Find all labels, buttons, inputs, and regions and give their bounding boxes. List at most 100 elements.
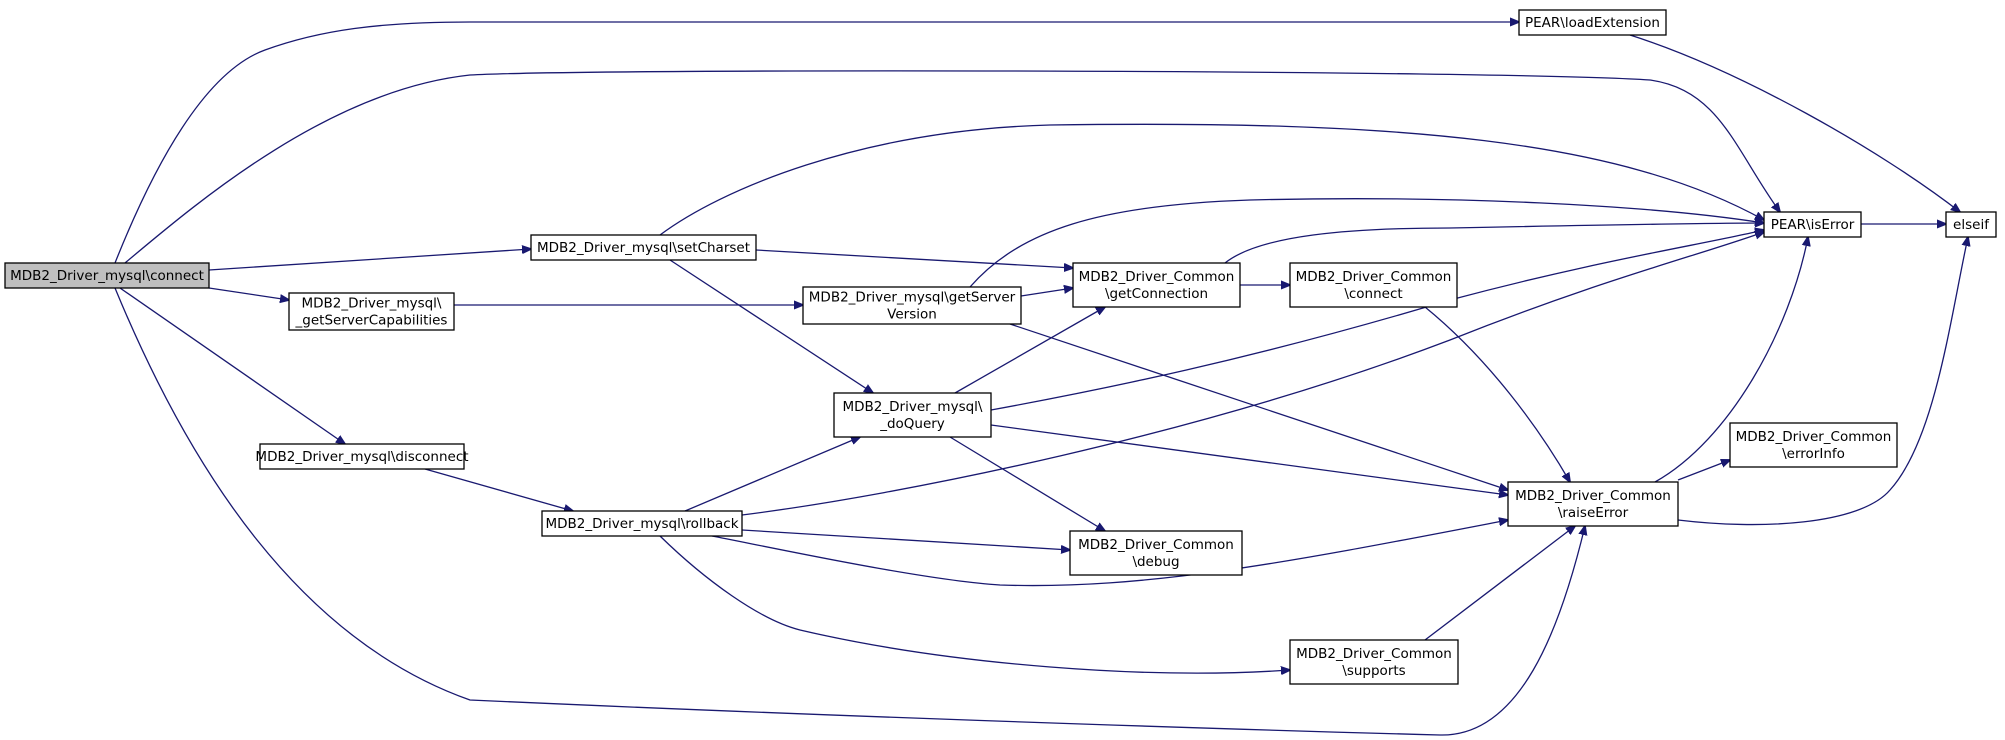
node-label: MDB2_Driver_mysql\ <box>843 399 983 415</box>
node-rollback[interactable]: MDB2_Driver_mysql\rollback <box>541 510 743 537</box>
node-label: PEAR\isError <box>1771 217 1855 233</box>
node-label: MDB2_Driver_Common <box>1079 269 1235 285</box>
node-label: \debug <box>1132 554 1179 570</box>
edge-arrow <box>124 70 1780 264</box>
node-label: \supports <box>1342 663 1405 679</box>
edge-arrow <box>949 436 1105 531</box>
edge-arrow <box>208 249 531 271</box>
edge-arrow <box>119 287 345 444</box>
edge-arrow <box>1424 526 1575 641</box>
node-label: _doQuery <box>879 416 945 432</box>
edge-disconnect-to-rollback <box>424 468 573 511</box>
edge-arrow <box>424 468 573 511</box>
edge-loadExt-to-elseif <box>1629 34 1960 212</box>
node-raiseError[interactable]: MDB2_Driver_Common\raiseError <box>1507 481 1679 527</box>
node-label: _getServerCapabilities <box>295 313 448 329</box>
edge-root-to-isError <box>124 70 1780 264</box>
node-label: MDB2_Driver_mysql\ <box>302 296 442 312</box>
node-box <box>1289 639 1459 685</box>
edge-arrow <box>711 520 1508 587</box>
edge-arrow <box>669 259 873 393</box>
node-commonConnect[interactable]: MDB2_Driver_Common\connect <box>1289 262 1458 308</box>
edge-rollback-to-debug <box>741 529 1070 550</box>
edge-rollback-to-supports <box>659 535 1290 673</box>
edge-arrow <box>1224 223 1764 264</box>
node-label: \getConnection <box>1105 286 1208 302</box>
node-box <box>1069 530 1243 576</box>
edge-root-to-getServerCaps <box>208 287 289 300</box>
node-box <box>4 262 210 289</box>
edge-getConnection-to-isError <box>1224 223 1764 264</box>
edge-arrow <box>741 529 1070 550</box>
node-box <box>1763 211 1862 238</box>
node-disconnect[interactable]: MDB2_Driver_mysql\disconnect <box>255 443 469 470</box>
edge-arrow <box>1424 306 1570 482</box>
edge-rollback-to-doQuery <box>684 437 860 512</box>
node-box <box>1518 9 1667 36</box>
node-label: MDB2_Driver_Common <box>1296 646 1452 662</box>
node-doQuery[interactable]: MDB2_Driver_mysql\_doQuery <box>833 392 992 438</box>
node-loadExt[interactable]: PEAR\loadExtension <box>1518 9 1667 36</box>
edge-arrow <box>969 198 1764 288</box>
edge-arrow <box>741 232 1764 516</box>
edge-doQuery-to-isError <box>990 230 1764 411</box>
node-label: MDB2_Driver_mysql\rollback <box>545 516 738 532</box>
node-box <box>1729 422 1898 468</box>
edge-getServerVersion-to-isError <box>969 198 1764 288</box>
edge-rollback-to-raiseError <box>711 520 1508 587</box>
edge-commonConnect-to-raiseError <box>1424 306 1570 482</box>
node-isError[interactable]: PEAR\isError <box>1763 211 1862 238</box>
node-supports[interactable]: MDB2_Driver_Common\supports <box>1289 639 1459 685</box>
edge-arrow <box>208 287 289 300</box>
node-errorInfo[interactable]: MDB2_Driver_Common\errorInfo <box>1729 422 1898 468</box>
node-elseif[interactable]: elseif <box>1945 211 1997 238</box>
node-box <box>1945 211 1997 238</box>
nodes-layer: MDB2_Driver_mysql\connect PEAR\loadExtens… <box>4 9 1997 685</box>
node-box <box>1072 262 1241 308</box>
edge-root-to-disconnect <box>119 287 345 444</box>
node-getServerCaps[interactable]: MDB2_Driver_mysql\_getServerCapabilities <box>288 292 455 331</box>
edge-arrow <box>990 424 1508 495</box>
node-box <box>259 443 465 470</box>
edges-layer <box>114 22 1968 736</box>
edge-getServerVersion-to-getConnection <box>1020 288 1073 297</box>
node-box <box>1289 262 1458 308</box>
edge-arrow <box>114 287 1585 736</box>
edge-arrow <box>1677 460 1730 481</box>
node-label: MDB2_Driver_Common <box>1296 269 1452 285</box>
node-box <box>541 510 743 537</box>
edge-arrow <box>990 230 1764 411</box>
node-label: MDB2_Driver_mysql\getServer <box>809 290 1016 306</box>
edge-arrow <box>1009 323 1508 490</box>
edge-raiseError-to-errorInfo <box>1677 460 1730 481</box>
edge-doQuery-to-debug <box>949 436 1105 531</box>
node-label: \connect <box>1344 286 1402 302</box>
node-getConnection[interactable]: MDB2_Driver_Common\getConnection <box>1072 262 1241 308</box>
edge-root-to-loadExt <box>114 22 1519 264</box>
edge-raiseError-to-elseif <box>1677 237 1968 526</box>
node-label: MDB2_Driver_Common <box>1736 429 1892 445</box>
edge-getServerVersion-to-raiseError <box>1009 323 1508 490</box>
edge-rollback-to-isError <box>741 232 1764 516</box>
node-label: MDB2_Driver_mysql\disconnect <box>255 449 468 465</box>
edge-setCharset-to-doQuery <box>669 259 873 393</box>
node-label: MDB2_Driver_Common <box>1515 488 1671 504</box>
edge-arrow <box>1020 288 1073 297</box>
edge-arrow <box>684 437 860 512</box>
edge-root-to-raiseError <box>114 287 1585 736</box>
edge-arrow <box>1654 237 1808 483</box>
node-setCharset[interactable]: MDB2_Driver_mysql\setCharset <box>530 234 757 261</box>
edge-arrow <box>954 307 1105 394</box>
edge-arrow <box>659 123 1764 236</box>
edge-doQuery-to-getConnection <box>954 307 1105 394</box>
edge-supports-to-raiseError <box>1424 526 1575 641</box>
edge-doQuery-to-raiseError <box>990 424 1508 495</box>
node-label: MDB2_Driver_mysql\setCharset <box>537 240 750 256</box>
node-box <box>288 292 455 331</box>
node-debug[interactable]: MDB2_Driver_Common\debug <box>1069 530 1243 576</box>
node-box <box>802 286 1022 325</box>
node-root[interactable]: MDB2_Driver_mysql\connect <box>4 262 210 289</box>
edge-arrow <box>755 249 1073 268</box>
